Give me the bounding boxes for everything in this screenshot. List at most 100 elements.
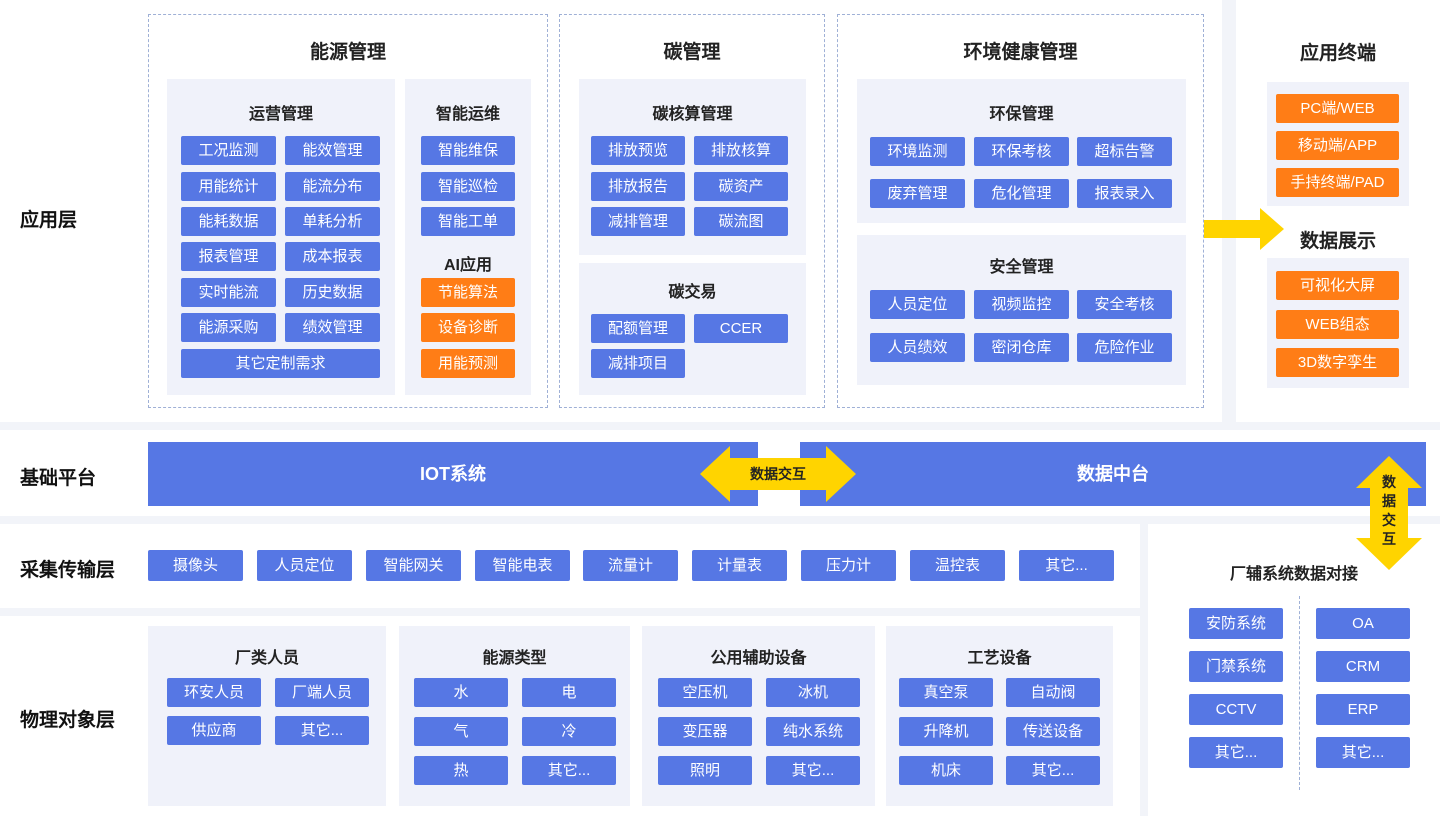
terminal-item-app[interactable]: 移动端/APP — [1276, 131, 1399, 160]
ops-item[interactable]: 历史数据 — [285, 278, 380, 307]
safety-item[interactable]: 密闭仓库 — [974, 333, 1069, 362]
aux-left-item[interactable]: 其它... — [1189, 737, 1283, 768]
ops-item[interactable]: 实时能流 — [181, 278, 276, 307]
staff-item[interactable]: 厂端人员 — [275, 678, 369, 707]
ops-item[interactable]: 能源采购 — [181, 313, 276, 342]
eco-item[interactable]: 环保考核 — [974, 137, 1069, 166]
eco-item[interactable]: 超标告警 — [1077, 137, 1172, 166]
iot-system-bar[interactable]: IOT系统 — [148, 442, 758, 506]
aux-right-item[interactable]: OA — [1316, 608, 1410, 639]
eco-item[interactable]: 危化管理 — [974, 179, 1069, 208]
staff-item[interactable]: 环安人员 — [167, 678, 261, 707]
ops-item[interactable]: 能效管理 — [285, 136, 380, 165]
ops-item[interactable]: 报表管理 — [181, 242, 276, 271]
eco-item[interactable]: 环境监测 — [870, 137, 965, 166]
double-arrow-vertical-icon — [1356, 456, 1422, 570]
aux-left-item[interactable]: 安防系统 — [1189, 608, 1283, 639]
process-item[interactable]: 传送设备 — [1006, 717, 1100, 746]
smart-ops-item[interactable]: 智能巡检 — [421, 172, 515, 201]
aux-right-item[interactable]: 其它... — [1316, 737, 1410, 768]
ops-item[interactable]: 单耗分析 — [285, 207, 380, 236]
smart-ops-item[interactable]: 智能维保 — [421, 136, 515, 165]
data-center-bar[interactable]: 数据中台 — [800, 442, 1426, 506]
process-item[interactable]: 自动阀 — [1006, 678, 1100, 707]
ops-item-custom[interactable]: 其它定制需求 — [181, 349, 380, 378]
carbon-trading-title: 碳交易 — [668, 284, 717, 301]
ai-app-item[interactable]: 节能算法 — [421, 278, 515, 307]
ops-item[interactable]: 用能统计 — [181, 172, 276, 201]
staff-title: 厂类人员 — [234, 650, 299, 667]
collect-item[interactable]: 压力计 — [801, 550, 896, 581]
utility-item[interactable]: 纯水系统 — [766, 717, 860, 746]
carbon-accounting-title: 碳核算管理 — [652, 106, 733, 123]
terminal-item-pc[interactable]: PC端/WEB — [1276, 94, 1399, 123]
ops-item[interactable]: 工况监测 — [181, 136, 276, 165]
utility-item[interactable]: 冰机 — [766, 678, 860, 707]
collect-item[interactable]: 智能电表 — [475, 550, 570, 581]
collect-item[interactable]: 温控表 — [910, 550, 1005, 581]
collect-item[interactable]: 其它... — [1019, 550, 1114, 581]
env-health-panel: 环境健康管理 环保管理 环境监测 环保考核 超标告警 废弃管理 危化管理 报表录… — [837, 14, 1204, 408]
process-item[interactable]: 其它... — [1006, 756, 1100, 785]
ai-app-item[interactable]: 设备诊断 — [421, 313, 515, 342]
ops-item[interactable]: 成本报表 — [285, 242, 380, 271]
aux-left-item[interactable]: CCTV — [1189, 694, 1283, 725]
energy-type-item[interactable]: 电 — [522, 678, 616, 707]
ops-item[interactable]: 能流分布 — [285, 172, 380, 201]
carbon-accounting-item[interactable]: 排放核算 — [694, 136, 788, 165]
ops-item[interactable]: 能耗数据 — [181, 207, 276, 236]
collect-item[interactable]: 流量计 — [583, 550, 678, 581]
eco-item[interactable]: 废弃管理 — [870, 179, 965, 208]
aux-right-item[interactable]: CRM — [1316, 651, 1410, 682]
process-item[interactable]: 真空泵 — [899, 678, 993, 707]
carbon-management-panel: 碳管理 碳核算管理 排放预览 排放核算 排放报告 碳资产 减排管理 碳流图 碳交… — [559, 14, 825, 408]
energy-type-title: 能源类型 — [482, 650, 547, 667]
utility-item[interactable]: 变压器 — [658, 717, 752, 746]
eco-item[interactable]: 报表录入 — [1077, 179, 1172, 208]
energy-type-item[interactable]: 其它... — [522, 756, 616, 785]
carbon-trading-item[interactable]: 配额管理 — [591, 314, 685, 343]
staff-item[interactable]: 供应商 — [167, 716, 261, 745]
carbon-trading-item[interactable]: CCER — [694, 314, 788, 343]
carbon-accounting-item[interactable]: 减排管理 — [591, 207, 685, 236]
carbon-accounting-item[interactable]: 碳流图 — [694, 207, 788, 236]
process-item[interactable]: 机床 — [899, 756, 993, 785]
collect-item[interactable]: 摄像头 — [148, 550, 243, 581]
utility-item[interactable]: 其它... — [766, 756, 860, 785]
display-item-3d[interactable]: 3D数字孪生 — [1276, 348, 1399, 377]
ai-app-item[interactable]: 用能预测 — [421, 349, 515, 378]
process-item[interactable]: 升降机 — [899, 717, 993, 746]
safety-item[interactable]: 视频监控 — [974, 290, 1069, 319]
energy-type-item[interactable]: 气 — [414, 717, 508, 746]
energy-type-item[interactable]: 热 — [414, 756, 508, 785]
safety-item[interactable]: 人员绩效 — [870, 333, 965, 362]
ops-management-box: 运营管理 工况监测 能效管理 用能统计 能流分布 能耗数据 单耗分析 报表管理 … — [167, 79, 395, 395]
carbon-trading-item[interactable]: 减排项目 — [591, 349, 685, 378]
carbon-accounting-item[interactable]: 碳资产 — [694, 172, 788, 201]
safety-item[interactable]: 人员定位 — [870, 290, 965, 319]
collect-item[interactable]: 人员定位 — [257, 550, 352, 581]
aux-right-item[interactable]: ERP — [1316, 694, 1410, 725]
energy-type-item[interactable]: 冷 — [522, 717, 616, 746]
display-item-screen[interactable]: 可视化大屏 — [1276, 271, 1399, 300]
staff-item[interactable]: 其它... — [275, 716, 369, 745]
energy-type-item[interactable]: 水 — [414, 678, 508, 707]
smart-ops-title: 智能运维 — [435, 106, 500, 123]
collect-item[interactable]: 智能网关 — [366, 550, 461, 581]
display-item-web[interactable]: WEB组态 — [1276, 310, 1399, 339]
ops-item[interactable]: 绩效管理 — [285, 313, 380, 342]
safety-item[interactable]: 危险作业 — [1077, 333, 1172, 362]
process-equipment-box: 工艺设备 真空泵 自动阀 升降机 传送设备 机床 其它... — [886, 626, 1113, 806]
staff-box: 厂类人员 环安人员 厂端人员 供应商 其它... — [148, 626, 386, 806]
aux-left-item[interactable]: 门禁系统 — [1189, 651, 1283, 682]
utility-item[interactable]: 照明 — [658, 756, 752, 785]
carbon-accounting-item[interactable]: 排放预览 — [591, 136, 685, 165]
smart-ops-item[interactable]: 智能工单 — [421, 207, 515, 236]
arrow-right-icon — [1204, 208, 1284, 250]
carbon-accounting-item[interactable]: 排放报告 — [591, 172, 685, 201]
utility-item[interactable]: 空压机 — [658, 678, 752, 707]
safety-item[interactable]: 安全考核 — [1077, 290, 1172, 319]
vertical-exchange-char: 互 — [1382, 531, 1396, 547]
terminal-item-pad[interactable]: 手持终端/PAD — [1276, 168, 1399, 197]
collect-item[interactable]: 计量表 — [692, 550, 787, 581]
